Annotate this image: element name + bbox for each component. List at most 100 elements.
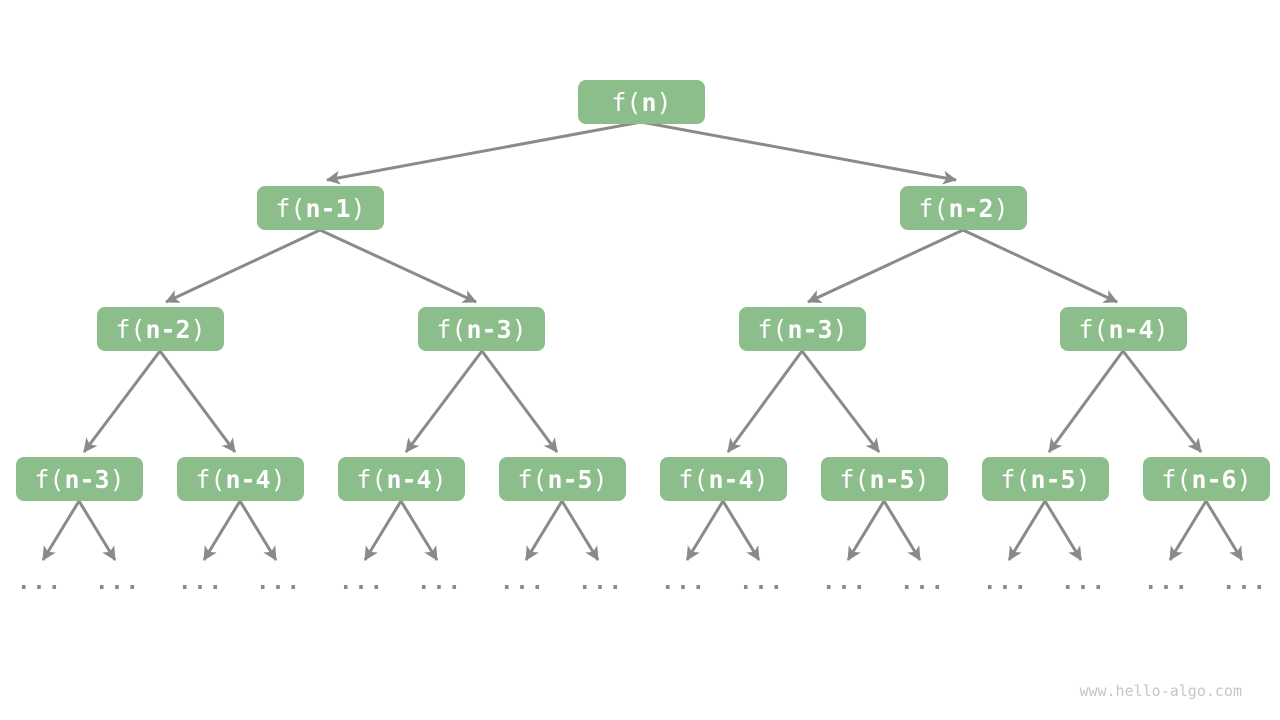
- edge: [77, 500, 117, 561]
- edge: [962, 228, 1118, 304]
- node-label-arg: n-6: [1191, 464, 1237, 494]
- node-label: ): [1236, 464, 1252, 494]
- edge: [158, 350, 237, 453]
- ellipsis-leaf: ...: [578, 569, 624, 595]
- node-label: ): [350, 193, 366, 223]
- edge: [238, 500, 278, 561]
- node-label-arg: n-5: [869, 464, 915, 494]
- edge: [1204, 500, 1244, 561]
- node-f-n: f(n): [578, 80, 705, 124]
- node-f-n-3: f(n-3): [16, 457, 143, 501]
- edge: [800, 350, 881, 453]
- node-label: f(: [115, 314, 146, 344]
- node-f-n-1: f(n-1): [257, 186, 384, 230]
- node-label-arg: n-4: [708, 464, 754, 494]
- node-f-n-4: f(n-4): [338, 457, 465, 501]
- node-label: ): [832, 314, 848, 344]
- ellipsis-leaf: ...: [900, 569, 946, 595]
- ellipsis-leaf: ...: [1222, 569, 1268, 595]
- node-label: ): [753, 464, 769, 494]
- edge: [1121, 350, 1203, 453]
- node-label-arg: n-3: [64, 464, 110, 494]
- edge: [202, 500, 242, 561]
- ellipsis-leaf: ...: [1144, 569, 1190, 595]
- edge: [1168, 500, 1208, 561]
- node-label: f(: [678, 464, 709, 494]
- node-label: f(: [517, 464, 548, 494]
- node-label: ): [656, 87, 672, 117]
- ellipsis-leaf: ...: [500, 569, 546, 595]
- ellipsis-leaf: ...: [95, 569, 141, 595]
- ellipsis-leaf: ...: [983, 569, 1029, 595]
- node-label-arg: n-2: [948, 193, 994, 223]
- node-f-n-5: f(n-5): [982, 457, 1109, 501]
- edge: [721, 500, 761, 561]
- node-label: f(: [757, 314, 788, 344]
- edge: [319, 228, 477, 304]
- ellipsis-leaf: ...: [339, 569, 385, 595]
- ellipsis-leaf: ...: [661, 569, 707, 595]
- ellipsis-leaf: ...: [822, 569, 868, 595]
- edge: [807, 228, 964, 304]
- edge: [1047, 350, 1125, 453]
- ellipsis-leaf: ...: [256, 569, 302, 595]
- node-label: f(: [275, 193, 306, 223]
- node-label: ): [270, 464, 286, 494]
- edge: [326, 120, 642, 185]
- node-f-n-4: f(n-4): [660, 457, 787, 501]
- edge: [41, 500, 81, 561]
- node-label: f(: [436, 314, 467, 344]
- node-label: ): [1153, 314, 1169, 344]
- node-label-arg: n-2: [145, 314, 191, 344]
- node-label: ): [1075, 464, 1091, 494]
- edge: [685, 500, 725, 561]
- node-label-arg: n: [641, 87, 657, 117]
- watermark: www.hello-algo.com: [1079, 682, 1242, 700]
- node-label: f(: [1000, 464, 1031, 494]
- edge: [640, 120, 957, 185]
- node-label: ): [431, 464, 447, 494]
- node-label: f(: [1078, 314, 1109, 344]
- node-f-n-4: f(n-4): [1060, 307, 1187, 351]
- node-label: f(: [34, 464, 65, 494]
- node-label-arg: n-4: [225, 464, 271, 494]
- node-label-arg: n-5: [547, 464, 593, 494]
- node-label: f(: [918, 193, 949, 223]
- node-f-n-4: f(n-4): [177, 457, 304, 501]
- edge: [524, 500, 564, 561]
- node-label: f(: [195, 464, 226, 494]
- edge: [165, 228, 321, 304]
- node-f-n-5: f(n-5): [821, 457, 948, 501]
- node-label: f(: [839, 464, 870, 494]
- node-label-arg: n-3: [466, 314, 512, 344]
- edge: [882, 500, 922, 561]
- node-label: ): [190, 314, 206, 344]
- node-label: ): [993, 193, 1009, 223]
- ellipsis-leaf: ...: [17, 569, 63, 595]
- ellipsis-leaf: ...: [178, 569, 224, 595]
- node-label: f(: [611, 87, 642, 117]
- node-label-arg: n-4: [1108, 314, 1154, 344]
- edge: [846, 500, 886, 561]
- node-label: f(: [356, 464, 387, 494]
- node-label-arg: n-4: [386, 464, 432, 494]
- node-f-n-2: f(n-2): [900, 186, 1027, 230]
- node-label: ): [109, 464, 125, 494]
- edge: [363, 500, 403, 561]
- ellipsis-leaf: ...: [739, 569, 785, 595]
- edge: [1007, 500, 1047, 561]
- edge: [399, 500, 439, 561]
- node-label-arg: n-1: [305, 193, 351, 223]
- node-label-arg: n-5: [1030, 464, 1076, 494]
- edge: [560, 500, 600, 561]
- node-f-n-3: f(n-3): [418, 307, 545, 351]
- node-label: ): [914, 464, 930, 494]
- node-label: ): [592, 464, 608, 494]
- edge: [726, 350, 804, 453]
- node-label: ): [511, 314, 527, 344]
- ellipsis-leaf: ...: [1061, 569, 1107, 595]
- node-label-arg: n-3: [787, 314, 833, 344]
- edge: [82, 350, 162, 453]
